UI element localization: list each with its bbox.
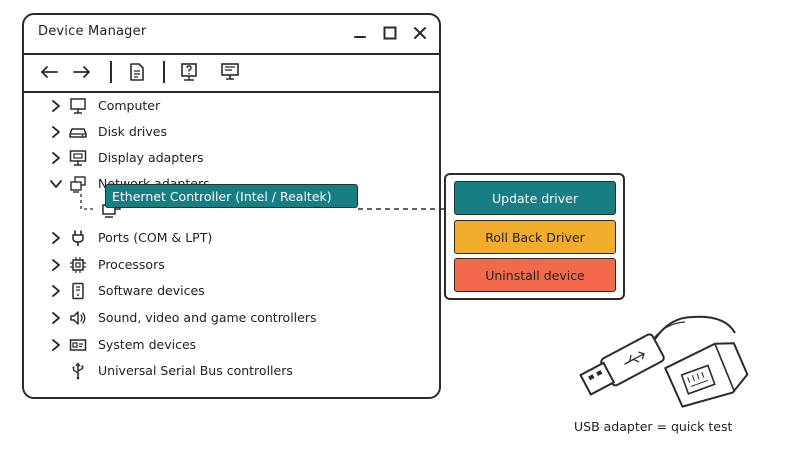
disk-drive-icon xyxy=(69,128,87,138)
device-tree: Computer Disk drives Display adapters Ne… xyxy=(22,0,441,400)
back-button[interactable] xyxy=(36,59,62,85)
chevron-right-icon xyxy=(52,339,60,351)
toolbar xyxy=(24,53,439,93)
close-button[interactable] xyxy=(408,20,432,46)
arrow-left-icon xyxy=(41,66,58,78)
context-menu: Update driver Roll Back Driver Uninstall… xyxy=(444,173,625,300)
illustration-caption: USB adapter = quick test xyxy=(574,419,733,434)
tree-item-software-devices[interactable]: Software devices xyxy=(22,280,402,302)
help-button[interactable] xyxy=(177,59,203,85)
tree-item-label: Disk drives xyxy=(98,124,167,139)
tree-item-display-adapters[interactable]: Display adapters xyxy=(22,147,402,169)
tree-item-label: Display adapters xyxy=(98,150,204,165)
tree-item-system-devices[interactable]: System devices xyxy=(22,334,402,356)
maximize-icon xyxy=(383,26,397,40)
tree-item-ethernet-controller[interactable]: Ethernet Controller (Intel / Realtek) xyxy=(105,184,358,208)
tree-item-label: Computer xyxy=(98,98,161,113)
tree-item-sound-video-game[interactable]: Sound, video and game controllers xyxy=(22,307,402,329)
tree-item-label: Processors xyxy=(98,257,165,272)
chevron-right-icon xyxy=(52,152,60,164)
chevron-right-icon xyxy=(52,232,60,244)
chevron-right-icon xyxy=(52,100,60,112)
chevron-down-icon xyxy=(50,180,62,188)
maximize-button[interactable] xyxy=(378,20,402,46)
menu-item-label: Roll Back Driver xyxy=(485,229,585,245)
network-adapter-icon xyxy=(70,176,86,193)
roll-back-driver-button[interactable]: Roll Back Driver xyxy=(454,220,616,254)
document-icon xyxy=(130,63,144,81)
tree-item-usb-controllers[interactable]: Universal Serial Bus controllers xyxy=(22,360,402,382)
monitor-icon xyxy=(70,98,86,114)
speaker-icon xyxy=(70,311,86,325)
chevron-right-icon xyxy=(52,312,60,324)
title-bar: Device Manager xyxy=(24,15,439,53)
chevron-right-icon xyxy=(52,126,60,138)
usb-icon xyxy=(72,362,84,380)
cpu-icon xyxy=(70,257,86,273)
device-label: Ethernet Controller (Intel / Realtek) xyxy=(112,188,332,204)
menu-item-label: Uninstall device xyxy=(485,267,585,283)
arrow-right-icon xyxy=(73,66,90,78)
tree-item-label: Sound, video and game controllers xyxy=(98,310,317,325)
display-adapter-icon xyxy=(69,150,87,166)
minimize-button[interactable] xyxy=(348,20,372,46)
tree-item-ports[interactable]: Ports (COM & LPT) xyxy=(22,227,402,249)
tree-item-disk-drives[interactable]: Disk drives xyxy=(22,121,402,143)
plug-icon xyxy=(72,230,84,246)
close-icon xyxy=(414,27,426,39)
properties-button[interactable] xyxy=(124,59,150,85)
tree-item-label: System devices xyxy=(98,337,197,352)
tree-item-label: Ports (COM & LPT) xyxy=(98,230,213,245)
forward-button[interactable] xyxy=(69,59,95,85)
tree-item-processors[interactable]: Processors xyxy=(22,254,402,276)
tree-item-label: Universal Serial Bus controllers xyxy=(98,363,293,378)
chevron-right-icon xyxy=(52,285,60,297)
help-monitor-icon xyxy=(181,63,197,81)
menu-item-label: Update driver xyxy=(491,190,579,206)
toolbar-separator xyxy=(163,61,165,83)
system-device-icon xyxy=(69,339,87,351)
update-driver-button[interactable]: Update driver xyxy=(454,181,616,215)
monitor-icon xyxy=(221,63,239,80)
toolbar-separator xyxy=(110,61,112,83)
window-title: Device Manager xyxy=(38,24,147,39)
tree-item-computer[interactable]: Computer xyxy=(22,95,402,117)
minimize-icon xyxy=(354,36,366,38)
tree-item-label: Software devices xyxy=(98,283,205,298)
uninstall-device-button[interactable]: Uninstall device xyxy=(454,258,616,292)
software-device-icon xyxy=(72,282,84,300)
usb-ethernet-adapter-illustration xyxy=(579,315,749,408)
chevron-right-icon xyxy=(52,259,60,271)
scan-hardware-button[interactable] xyxy=(217,59,243,85)
